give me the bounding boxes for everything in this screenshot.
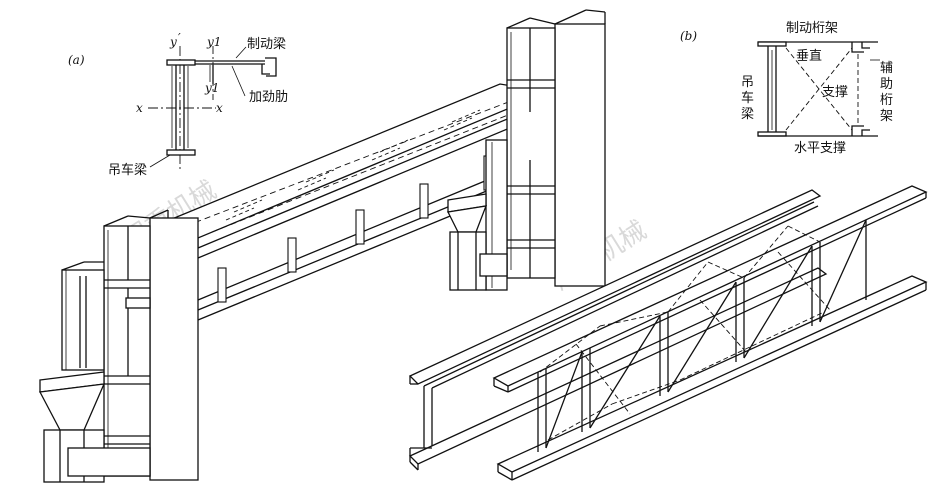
label-support: 支撑	[822, 85, 848, 100]
label-horizontal-support: 水平支撑	[794, 141, 846, 156]
axis-y1-top-label: y1	[206, 35, 221, 49]
axis-y-prime: ′	[178, 31, 181, 45]
section-b-drawing	[757, 41, 880, 137]
axis-y1-bottom-label: y1	[204, 81, 219, 95]
svg-text:吊: 吊	[741, 75, 754, 90]
isometric-brake-truss-b	[408, 185, 928, 481]
label-brake-beam: 制动梁	[247, 37, 286, 52]
label-vertical: 垂直	[796, 49, 822, 64]
label-crane-beam: 吊车梁	[108, 162, 147, 178]
svg-text:助: 助	[880, 77, 893, 92]
section-a-drawing	[148, 46, 277, 170]
axis-x-right-label: x	[216, 101, 223, 115]
label-brake-truss: 制动桁架	[786, 21, 838, 36]
svg-text:梁: 梁	[741, 107, 754, 122]
svg-text:辅: 辅	[880, 61, 893, 76]
svg-text:桁: 桁	[880, 93, 893, 108]
label-crane-beam-vertical: 吊 车 梁	[741, 75, 754, 122]
label-aux-truss-vertical: 辅 助 桁 架	[880, 61, 893, 124]
axis-x-left-label: x	[136, 101, 143, 115]
label-stiffener: 加劲肋	[249, 90, 288, 105]
svg-text:架: 架	[880, 109, 893, 124]
axis-y-label: y	[169, 35, 177, 49]
panel-label-b: (b)	[680, 29, 697, 43]
isometric-brake-beam-a	[38, 9, 606, 483]
panel-label-a: (a)	[68, 53, 85, 67]
svg-text:车: 车	[741, 90, 754, 106]
